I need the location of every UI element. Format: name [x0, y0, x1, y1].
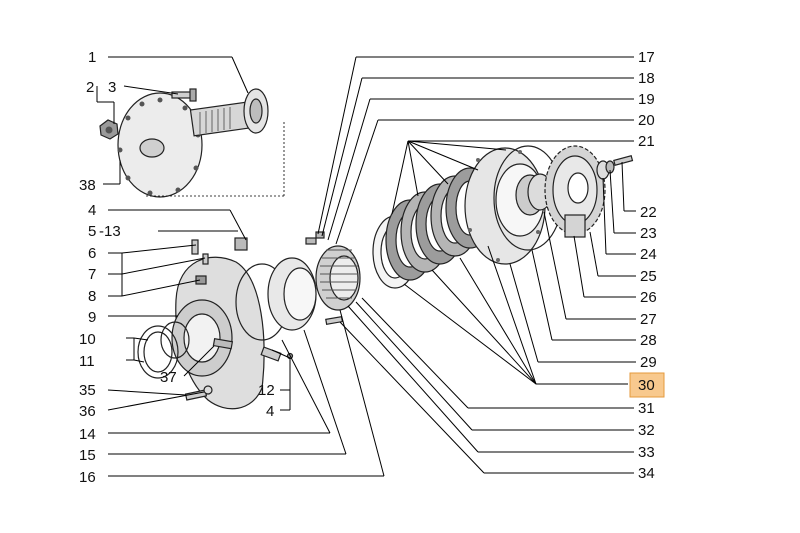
callout-7[interactable]: 7 — [88, 266, 96, 283]
callout-6[interactable]: 6 — [88, 245, 96, 262]
callout-10[interactable]: 10 — [79, 331, 96, 348]
seal-rings-part — [137, 321, 190, 379]
housing-part — [171, 256, 265, 410]
callout-28[interactable]: 28 — [640, 332, 657, 349]
piston-part-15 — [267, 257, 317, 331]
callout-11[interactable]: 11 — [79, 353, 95, 370]
callout-38[interactable]: 38 — [79, 177, 96, 194]
callout-31[interactable]: 31 — [638, 400, 655, 417]
callout-21[interactable]: 21 — [638, 133, 655, 150]
callout-22[interactable]: 22 — [640, 204, 657, 221]
callout-15[interactable]: 15 — [79, 447, 96, 464]
callout-27[interactable]: 27 — [640, 311, 657, 328]
callout-13[interactable]: -13 — [99, 223, 121, 240]
callout-20[interactable]: 20 — [638, 112, 655, 129]
callout-5[interactable]: 5 — [88, 223, 96, 240]
flange-shaft-part — [117, 88, 269, 198]
hub-part — [315, 245, 361, 311]
callout-30[interactable]: 30 — [638, 377, 655, 394]
pin-part-34 — [325, 315, 344, 326]
callout-4-bottom[interactable]: 4 — [266, 403, 274, 420]
callout-25[interactable]: 25 — [640, 268, 657, 285]
callout-17[interactable]: 17 — [638, 49, 655, 66]
callout-4-top[interactable]: 4 — [88, 202, 96, 219]
callout-9[interactable]: 9 — [88, 309, 96, 326]
callout-37[interactable]: 37 — [160, 369, 177, 386]
callout-8[interactable]: 8 — [88, 288, 96, 305]
spring-clips-part-17-20 — [305, 231, 325, 245]
callout-labels: 1 2 3 38 4 5 -13 6 7 8 9 10 11 37 35 36 … — [79, 49, 657, 486]
callout-30-highlight — [629, 372, 665, 398]
callout-3[interactable]: 3 — [108, 79, 116, 96]
callout-32[interactable]: 32 — [638, 422, 655, 439]
washer-part-24-25 — [596, 160, 615, 180]
nut-part-38 — [99, 119, 119, 140]
callout-26[interactable]: 26 — [640, 289, 657, 306]
callout-29[interactable]: 29 — [640, 354, 657, 371]
leader-lines — [96, 56, 636, 477]
callout-34[interactable]: 34 — [638, 465, 655, 482]
bolt-part-22-23 — [613, 155, 634, 166]
callout-18[interactable]: 18 — [638, 70, 655, 87]
dowel-part-12 — [260, 346, 294, 362]
callout-36[interactable]: 36 — [79, 403, 96, 420]
callout-19[interactable]: 19 — [638, 91, 655, 108]
callout-35[interactable]: 35 — [79, 382, 96, 399]
callout-1[interactable]: 1 — [88, 49, 96, 66]
fittings-part-5-6-7 — [191, 237, 248, 265]
callout-23[interactable]: 23 — [640, 225, 657, 242]
gear-part — [544, 145, 606, 238]
callout-12[interactable]: 12 — [258, 382, 275, 399]
callout-33[interactable]: 33 — [638, 444, 655, 461]
callout-16[interactable]: 16 — [79, 469, 96, 486]
callout-14[interactable]: 14 — [79, 426, 96, 443]
washer-part-36 — [203, 385, 213, 395]
bolt-part-3 — [171, 88, 197, 102]
callout-24[interactable]: 24 — [640, 246, 657, 263]
callout-2[interactable]: 2 — [86, 79, 94, 96]
